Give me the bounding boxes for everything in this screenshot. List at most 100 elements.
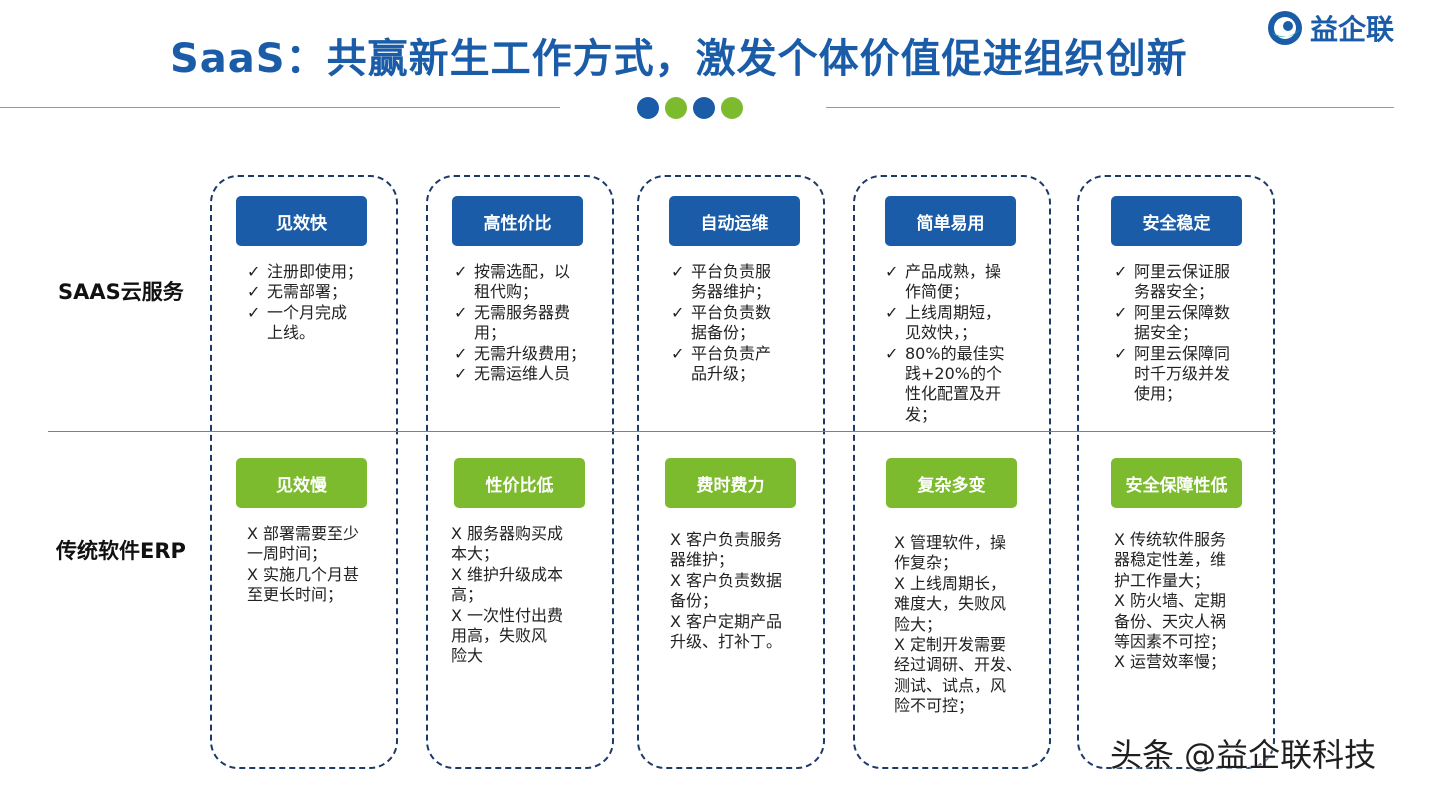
column-frame-3 <box>637 175 825 769</box>
erp-line: 升级、打补丁。 <box>670 632 783 652</box>
saas-item-line: 据备份； <box>691 323 756 343</box>
erp-line: 险大； <box>894 614 943 634</box>
erp-title-3: 费时费力 <box>665 458 796 508</box>
saas-item: ✓阿里云保障同时千万级并发使用； <box>1114 344 1264 405</box>
saas-item-line: 80%的最佳实 <box>905 343 1005 363</box>
erp-line: 险大 <box>451 646 484 666</box>
saas-item-line: 使用； <box>1134 384 1183 404</box>
saas-item-line: 据安全； <box>1134 323 1199 343</box>
saas-title-2: 高性价比 <box>452 196 583 246</box>
erp-line: 备份； <box>670 591 719 611</box>
header-rule-right <box>826 107 1394 108</box>
watermark-text: 头条 @益企联科技 <box>1110 736 1377 774</box>
saas-item: ✓上线周期短，见效快，； <box>885 303 1035 344</box>
erp-line: 本大； <box>451 544 500 564</box>
saas-item-line: 上线周期短， <box>905 302 1002 322</box>
column-frame-1 <box>210 175 398 769</box>
saas-item-line: 无需服务器费 <box>474 302 571 322</box>
erp-line: 护工作量大； <box>1114 570 1211 590</box>
erp-title-1: 见效慢 <box>236 458 367 508</box>
saas-item-line: 践+20%的个 <box>905 364 1002 384</box>
column-frame-5 <box>1077 175 1275 769</box>
check-icon: ✓ <box>454 302 468 322</box>
saas-item-line: 无需运维人员 <box>474 364 571 384</box>
saas-item: ✓ 平台负责服务器维护； <box>671 262 811 303</box>
saas-item-line: 无需部署； <box>267 282 348 302</box>
erp-line: X 部署需要至少 <box>247 524 360 543</box>
saas-item-line: 用； <box>474 323 507 343</box>
erp-line: X 定制开发需要 <box>894 635 1007 655</box>
saas-item-line: 平台负责数 <box>691 302 772 322</box>
erp-line: 至更长时间； <box>247 585 344 605</box>
saas-item: ✓ 一个月完成上线。 <box>247 303 387 344</box>
dot-4 <box>721 97 743 119</box>
saas-item-line: 品升级； <box>691 364 756 384</box>
erp-line: 作复杂； <box>894 553 959 573</box>
erp-line: 器维护； <box>670 550 735 570</box>
saas-item-line: 务器维护； <box>691 282 772 302</box>
erp-line: X 传统软件服务 <box>1114 530 1227 549</box>
saas-list-3: ✓平台负责服务器维护；✓平台负责数据备份；✓平台负责产品升级； <box>671 262 811 384</box>
dot-3 <box>693 97 715 119</box>
saas-item-line: 注册即使用； <box>267 262 364 281</box>
erp-line: X 管理软件，操 <box>894 533 1007 552</box>
check-icon: ✓ <box>247 282 261 302</box>
erp-text-2: X 服务器购买成本大；X 维护升级成本高；X 一次性付出费用高，失败风险大 <box>451 524 563 667</box>
check-icon: ✓ <box>454 364 468 384</box>
saas-list-4: ✓产品成熟，操作简便；✓上线周期短，见效快，；✓80%的最佳实践+20%的个性化… <box>885 262 1035 425</box>
erp-line: 测试、试点，风 <box>894 675 1007 695</box>
check-icon: ✓ <box>885 343 899 363</box>
saas-item-line: 阿里云保证服 <box>1134 262 1231 281</box>
row-divider <box>48 431 1276 432</box>
decorative-dots <box>637 97 743 119</box>
saas-item-line: 平台负责服 <box>691 262 772 281</box>
column-frame-2 <box>426 175 614 769</box>
check-icon: ✓ <box>885 262 899 281</box>
saas-item-line: 发； <box>905 404 938 424</box>
erp-line: 经过调研、开发、 <box>894 655 1023 675</box>
page-title: SaaS：共赢新生工作方式，激发个体价值促进组织创新 <box>170 36 1188 82</box>
erp-text-3: X 客户负责服务器维护；X 客户负责数据备份；X 客户定期产品升级、打补丁。 <box>670 530 782 652</box>
saas-item-line: 租代购； <box>474 282 539 302</box>
check-icon: ✓ <box>671 262 685 281</box>
saas-list-2: ✓按需选配，以租代购；✓无需服务器费用；✓无需升级费用；✓无需运维人员 <box>454 262 609 384</box>
saas-item-line: 上线。 <box>267 323 316 343</box>
erp-title-5: 安全保障性低 <box>1111 458 1242 508</box>
saas-item: ✓80%的最佳实践+20%的个性化配置及开发； <box>885 344 1035 426</box>
header-rule-left <box>0 107 560 108</box>
check-icon: ✓ <box>671 343 685 363</box>
saas-item-line: 一个月完成 <box>267 302 348 322</box>
saas-item: ✓平台负责数据备份； <box>671 303 811 344</box>
erp-line: X 客户负责数据 <box>670 570 783 590</box>
erp-line: 用高，失败风 <box>451 626 548 646</box>
saas-item-line: 务器安全； <box>1134 282 1215 302</box>
yiqilian-logo-icon <box>1266 9 1304 47</box>
row-label-erp: 传统软件ERP <box>56 539 186 563</box>
saas-item: ✓ 平台负责产品升级； <box>671 344 811 385</box>
erp-line: 一周时间； <box>247 544 328 564</box>
erp-text-1: X 部署需要至少一周时间；X 实施几个月甚至更长时间； <box>247 524 359 606</box>
saas-item-line: 时千万级并发 <box>1134 364 1231 384</box>
saas-title-1: 见效快 <box>236 196 367 246</box>
saas-item: ✓阿里云保证服务器安全； <box>1114 262 1264 303</box>
brand-logo: 益企联 <box>1266 6 1416 50</box>
erp-line: X 客户负责服务 <box>670 530 783 549</box>
saas-item: ✓ 无需服务器费用； <box>454 303 609 344</box>
erp-line: X 客户定期产品 <box>670 611 783 631</box>
erp-text-5: X 传统软件服务器稳定性差，维护工作量大；X 防火墙、定期备份、天灾人祸等因素不… <box>1114 530 1226 673</box>
saas-item: ✓无需升级费用； <box>454 344 609 364</box>
erp-line: X 防火墙、定期 <box>1114 591 1227 611</box>
saas-item: ✓ 无需部署； <box>247 282 387 302</box>
saas-item-line: 见效快，； <box>905 323 978 343</box>
check-icon: ✓ <box>454 262 468 281</box>
saas-list-1: ✓注册即使用；✓无需部署；✓一个月完成上线。 <box>247 262 387 344</box>
saas-item-line: 平台负责产 <box>691 343 772 363</box>
saas-item: ✓注册即使用； <box>247 262 387 282</box>
saas-item: ✓产品成熟，操作简便； <box>885 262 1035 303</box>
saas-item-line: 产品成熟，操 <box>905 262 1002 281</box>
erp-line: X 上线周期长， <box>894 573 1007 593</box>
dot-2 <box>665 97 687 119</box>
logo-text: 益企联 <box>1310 13 1395 46</box>
check-icon: ✓ <box>247 302 261 322</box>
saas-item-line: 无需升级费用； <box>474 343 587 363</box>
